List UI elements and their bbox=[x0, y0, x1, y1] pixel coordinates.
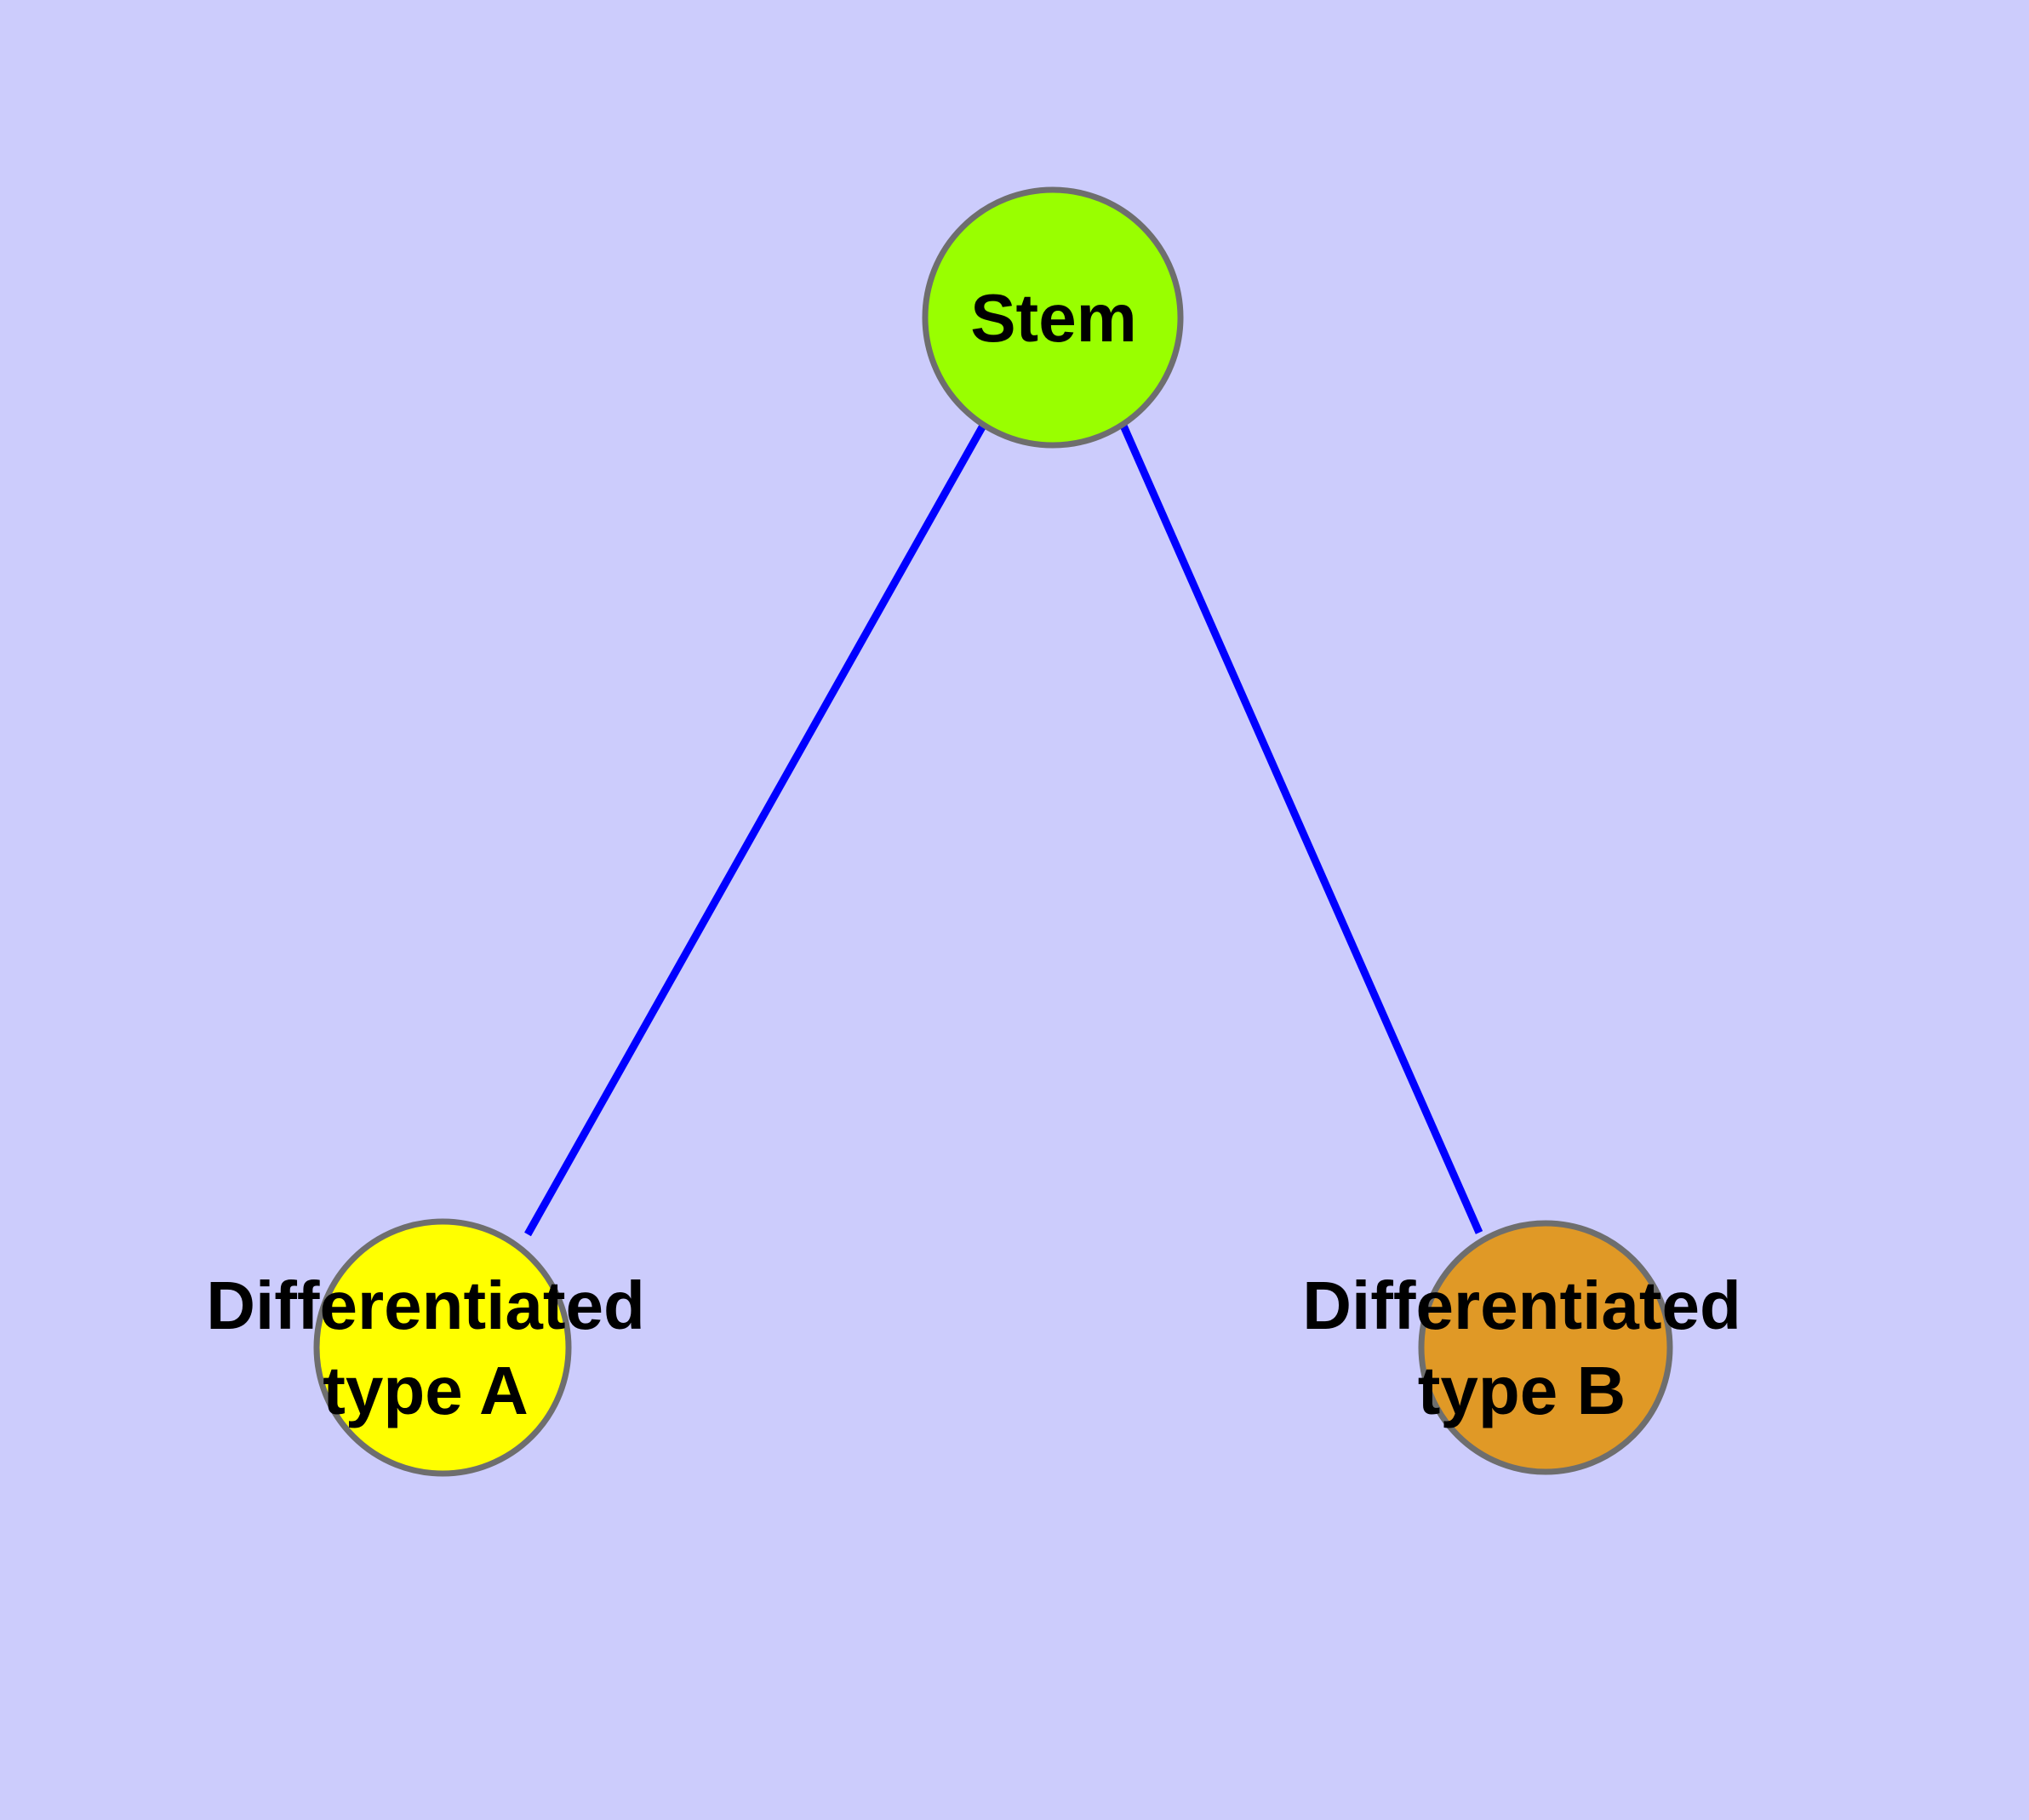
labels-layer: Stem Differentiated type A Differentiated… bbox=[206, 280, 1741, 1428]
node-differentiated-type-a-label: Differentiated type A bbox=[206, 1268, 645, 1428]
node-label-line: type A bbox=[323, 1353, 529, 1428]
nodes-layer bbox=[313, 186, 1673, 1477]
edge-stem-to-differentiated-type-a[interactable] bbox=[524, 423, 986, 1237]
node-differentiated-type-b-circle[interactable] bbox=[1418, 1220, 1673, 1475]
node-stem-circle[interactable] bbox=[922, 186, 1184, 449]
node-stem-label: Stem bbox=[970, 280, 1137, 356]
node-label-line: Differentiated bbox=[1302, 1268, 1741, 1343]
node-label-line: type B bbox=[1418, 1353, 1626, 1428]
edge-stem-to-differentiated-type-b[interactable] bbox=[1119, 424, 1483, 1234]
node-differentiated-type-b-label: Differentiated type B bbox=[1302, 1268, 1741, 1428]
node-label-line: Stem bbox=[970, 280, 1137, 356]
edges-layer bbox=[524, 423, 1483, 1237]
node-differentiated-type-a-circle[interactable] bbox=[313, 1218, 572, 1477]
node-label-line: Differentiated bbox=[206, 1268, 645, 1343]
